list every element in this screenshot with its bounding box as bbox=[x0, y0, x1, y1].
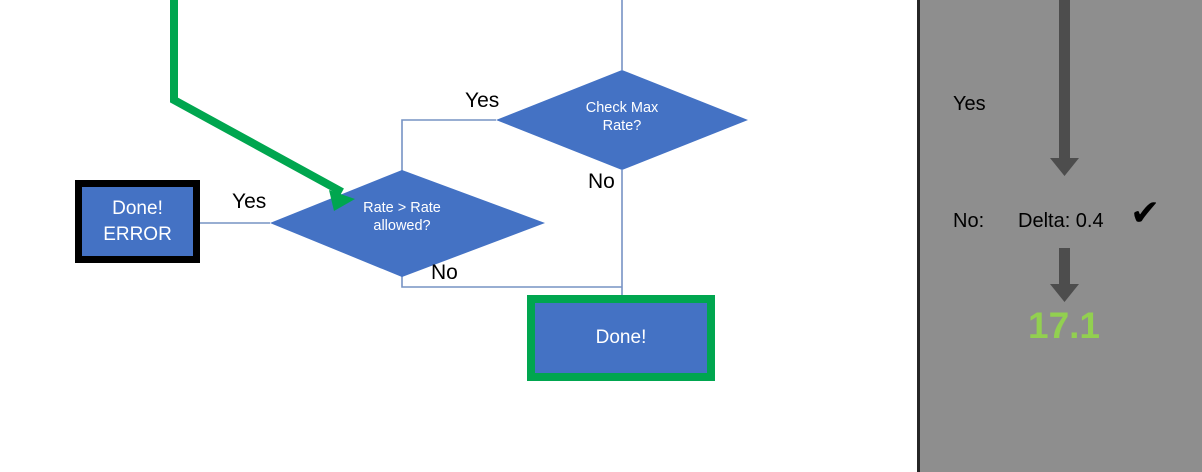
node-done[interactable]: Done! bbox=[527, 295, 715, 381]
connector-yes-check-to-rate bbox=[401, 119, 496, 171]
panel-no-label: No: bbox=[953, 210, 985, 232]
node-check-max-rate-shape[interactable] bbox=[496, 70, 748, 170]
node-done-error-label: Done! ERROR bbox=[103, 198, 172, 245]
node-done-label: Done! bbox=[595, 327, 647, 348]
node-done-error[interactable]: Done! ERROR bbox=[75, 180, 200, 263]
down-arrow-short-shaft bbox=[1059, 248, 1070, 286]
flowchart-graphics bbox=[170, 0, 748, 296]
highlight-arrow-green bbox=[170, 0, 344, 196]
down-arrow-short-head bbox=[1050, 284, 1079, 302]
side-panel: Yes No: Delta: 0.4 ✔ 17.1 bbox=[917, 0, 1202, 472]
panel-result-value: 17.1 bbox=[1028, 305, 1101, 346]
panel-yes-label: Yes bbox=[953, 93, 986, 115]
panel-delta-value: Delta: 0.4 bbox=[1018, 210, 1104, 232]
highlight-arrow-head bbox=[329, 190, 355, 211]
side-panel-graphics bbox=[1050, 0, 1079, 302]
check-mark-icon: ✔ bbox=[1130, 192, 1161, 233]
down-arrow-long-shaft bbox=[1059, 0, 1070, 160]
node-rate-gt-allowed-shape[interactable] bbox=[270, 170, 545, 277]
flowchart-canvas: Check Max Rate? Rate > Rate allowed? Don… bbox=[75, 0, 748, 381]
down-arrow-long-head bbox=[1050, 158, 1079, 176]
connector-no-rate-gt bbox=[401, 276, 622, 288]
